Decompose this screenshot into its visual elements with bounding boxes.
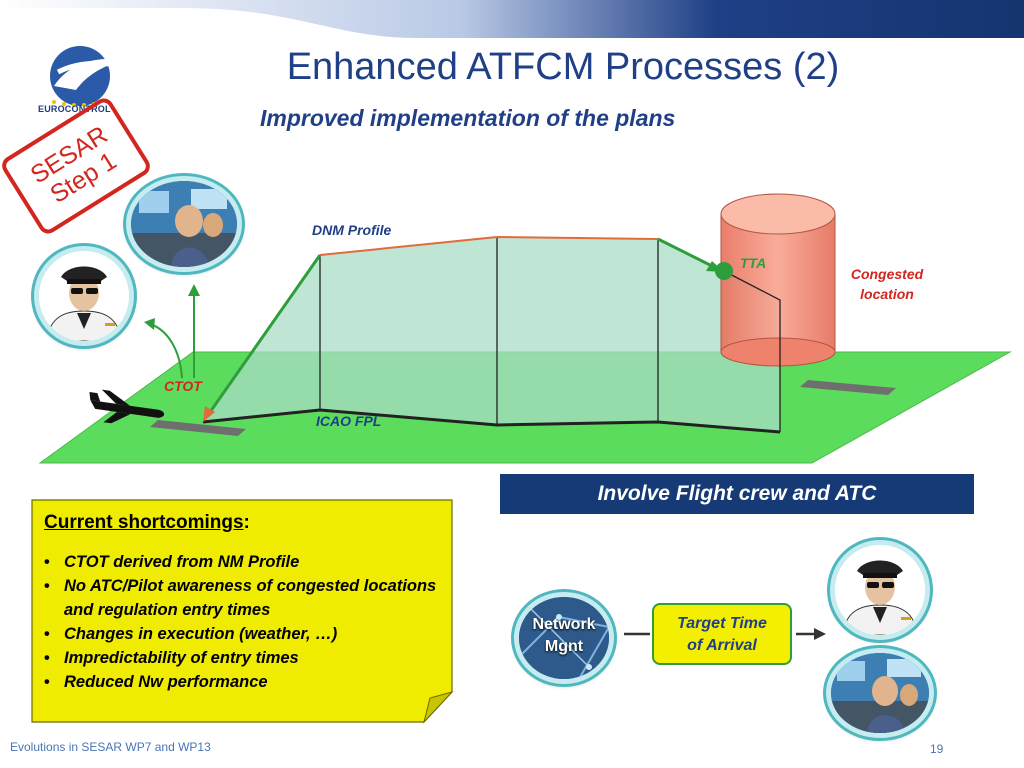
- congested-line-1: Congested: [850, 266, 924, 282]
- network-mgnt-label: Network Mgnt: [516, 614, 612, 658]
- congested-location-label: Congested location: [832, 264, 942, 304]
- pilot-badge-bottom: [830, 540, 930, 640]
- approach-segment: [657, 237, 713, 268]
- climb-arrowhead: [203, 406, 215, 422]
- dnm-profile-line: [319, 235, 659, 256]
- shortcoming-item: CTOT derived from NM Profile: [40, 550, 445, 574]
- ctot-arrowhead-atc: [188, 284, 200, 296]
- shortcomings-list: CTOT derived from NM Profile No ATC/Pilo…: [40, 550, 445, 694]
- atc-controller-icon: [831, 653, 929, 733]
- arrowhead-tta-to-crew: [814, 628, 826, 640]
- network-line-1: Network: [532, 616, 596, 633]
- shortcoming-item: Impredictability of entry times: [40, 646, 445, 670]
- logo-wordmark: EUROCONTROL: [38, 104, 111, 114]
- atc-badge-bottom: [826, 648, 934, 738]
- target-time-of-arrival-box: Target Time of Arrival: [652, 603, 792, 665]
- ctot-arrow-to-pilot: [149, 323, 183, 379]
- climb-segment: [206, 254, 322, 416]
- pilot-icon: [39, 251, 129, 341]
- ctot-arrowhead-pilot: [144, 318, 155, 330]
- shortcomings-heading: Current shortcomings:: [44, 512, 250, 534]
- network-icon: [519, 597, 609, 679]
- atc-badge-top: [126, 176, 242, 272]
- page-number: 19: [930, 742, 944, 756]
- aircraft-icon: [89, 389, 165, 424]
- network-mgnt-badge: [514, 592, 614, 684]
- network-line-2: Mgnt: [544, 638, 584, 655]
- header-band: [0, 0, 1024, 38]
- target-line-2: of Arrival: [687, 637, 757, 654]
- descent-line: [721, 269, 781, 432]
- shortcomings-heading-colon: :: [243, 512, 250, 533]
- icao-fpl-track: [202, 408, 781, 434]
- page-title: Enhanced ATFCM Processes (2): [286, 46, 840, 88]
- target-line-1: Target Time: [677, 615, 767, 632]
- departure-runway: [150, 420, 246, 436]
- dnm-profile-label: DNM Profile: [312, 222, 392, 238]
- congested-location-cylinder: [720, 193, 836, 367]
- pilot-icon: [835, 545, 925, 635]
- involve-banner: Involve Flight crew and ATC: [500, 474, 974, 514]
- footer-text: Evolutions in SESAR WP7 and WP13: [10, 740, 211, 754]
- shortcoming-item: Reduced Nw performance: [40, 670, 445, 694]
- eurocontrol-logo-icon: [50, 46, 124, 107]
- tta-label: TTA: [740, 255, 767, 271]
- profile-curtain: [203, 237, 780, 432]
- shortcoming-item: No ATC/Pilot awareness of congested loca…: [40, 574, 445, 622]
- arrival-runway: [800, 380, 896, 395]
- pilot-badge-top: [34, 246, 134, 346]
- page-subtitle: Improved implementation of the plans: [260, 105, 676, 131]
- tta-point: [715, 262, 733, 280]
- shortcomings-heading-text: Current shortcomings: [44, 512, 244, 533]
- shortcoming-item: Changes in execution (weather, …): [40, 622, 445, 646]
- congested-line-2: location: [860, 286, 914, 302]
- ctot-label: CTOT: [164, 378, 202, 394]
- icao-fpl-label: ICAO FPL: [316, 413, 382, 429]
- curtain-dividers: [319, 237, 659, 425]
